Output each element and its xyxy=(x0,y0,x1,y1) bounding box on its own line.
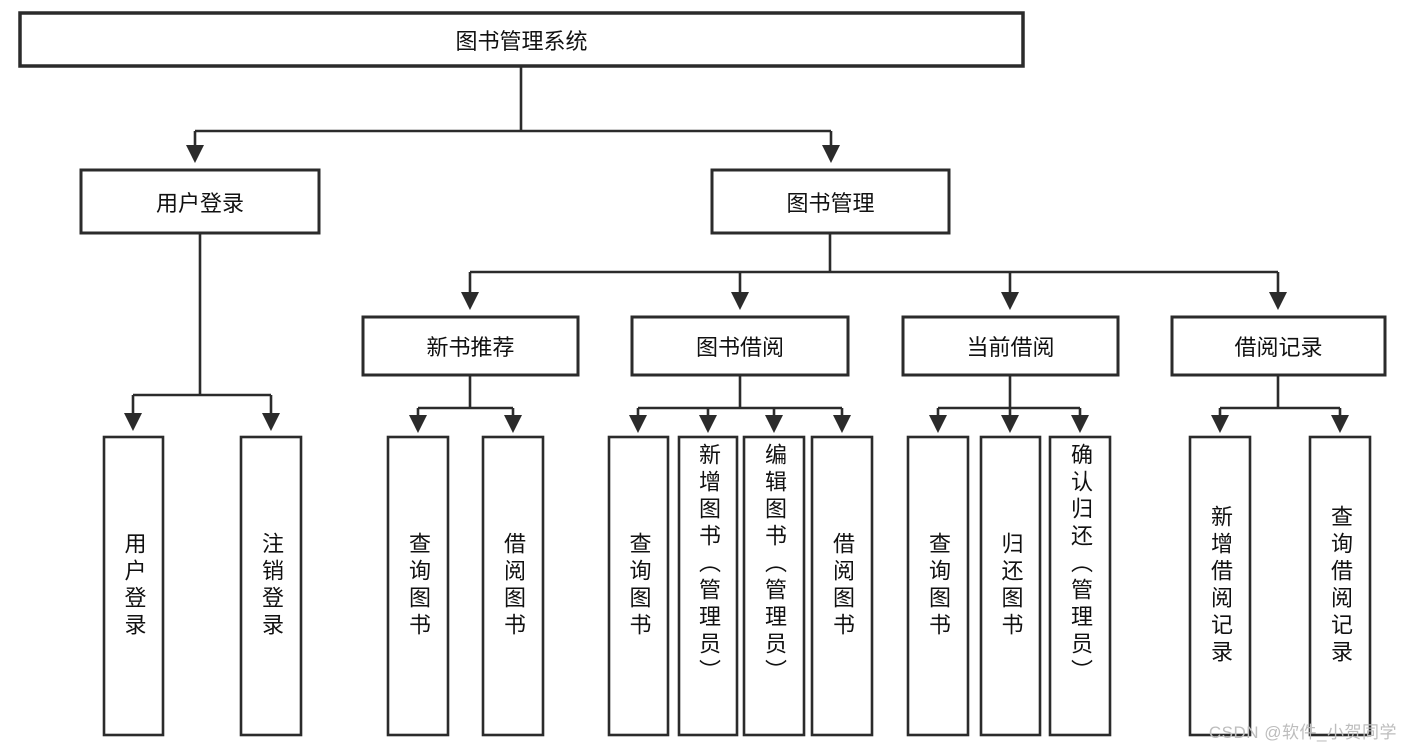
node-book-borrow[interactable] xyxy=(630,315,850,377)
node-borrow-record-label: 借阅记录 xyxy=(1234,335,1323,360)
leaf-box-book-borrow-3[interactable] xyxy=(810,435,874,737)
leaf-label-borrow-record-0: 新增借阅记录 xyxy=(1208,505,1233,667)
leaf-label-new-book-0: 查询图书 xyxy=(406,532,431,640)
node-book-borrow-label: 图书借阅 xyxy=(695,335,784,360)
leaf-label-new-book-0-wrap: 查询图书 xyxy=(388,437,448,735)
leaf-box-book-borrow-1[interactable] xyxy=(677,435,739,737)
leaf-box-book-borrow-2[interactable] xyxy=(742,435,806,737)
leaf-label-user-login-1-wrap: 注销登录 xyxy=(241,437,301,735)
leaf-label-book-borrow-2-wrap: 编辑图书（管理员） xyxy=(744,437,804,735)
leaf-label-book-borrow-2: 编辑图书（管理员） xyxy=(762,443,787,686)
leaf-label-book-borrow-3-wrap: 借阅图书 xyxy=(812,437,872,735)
node-borrow-record[interactable] xyxy=(1170,315,1387,377)
leaf-label-current-borrow-2: 确认归还（管理员） xyxy=(1068,443,1093,686)
leaf-box-current-borrow-0[interactable] xyxy=(906,435,970,737)
leaf-box-borrow-record-0[interactable] xyxy=(1188,435,1252,737)
leaf-box-borrow-record-1[interactable] xyxy=(1308,435,1372,737)
leaf-label-book-borrow-0: 查询图书 xyxy=(626,532,652,640)
leaf-label-book-borrow-1: 新增图书（管理员） xyxy=(696,443,721,686)
leaf-label-current-borrow-1: 归还图书 xyxy=(998,532,1024,640)
leaf-label-book-borrow-0-wrap: 查询图书 xyxy=(609,437,668,735)
leaf-box-user-login-1[interactable] xyxy=(239,435,303,737)
leaf-label-borrow-record-1: 查询借阅记录 xyxy=(1328,505,1353,667)
leaf-label-new-book-1: 借阅图书 xyxy=(501,532,526,640)
node-root[interactable] xyxy=(18,11,1025,68)
leaf-label-borrow-record-1-wrap: 查询借阅记录 xyxy=(1310,437,1370,735)
leaf-label-current-borrow-2-wrap: 确认归还（管理员） xyxy=(1050,437,1110,735)
leaf-label-book-borrow-3: 借阅图书 xyxy=(830,532,855,640)
leaf-box-new-book-1[interactable] xyxy=(481,435,545,737)
leaf-label-user-login-0: 用户登录 xyxy=(121,532,147,640)
node-user-login-label: 用户登录 xyxy=(155,190,244,216)
node-current-borrow[interactable] xyxy=(901,315,1120,377)
node-book-manage[interactable] xyxy=(710,168,951,235)
leaf-label-current-borrow-1-wrap: 归还图书 xyxy=(981,437,1040,735)
leaf-label-book-borrow-1-wrap: 新增图书（管理员） xyxy=(679,437,737,735)
leaf-box-new-book-0[interactable] xyxy=(386,435,450,737)
leaf-box-current-borrow-2[interactable] xyxy=(1048,435,1112,737)
node-root-label: 图书管理系统 xyxy=(455,28,588,54)
node-new-book-recommend-label: 新书推荐 xyxy=(426,335,515,360)
leaf-label-new-book-1-wrap: 借阅图书 xyxy=(483,437,543,735)
node-current-borrow-label: 当前借阅 xyxy=(966,335,1055,360)
node-book-manage-label: 图书管理 xyxy=(786,190,875,216)
leaf-box-current-borrow-1[interactable] xyxy=(979,435,1042,737)
leaf-label-current-borrow-0: 查询图书 xyxy=(926,532,951,640)
node-new-book-recommend[interactable] xyxy=(361,315,580,377)
leaf-box-user-login-0[interactable] xyxy=(102,435,165,737)
leaf-label-borrow-record-0-wrap: 新增借阅记录 xyxy=(1190,437,1250,735)
leaf-label-user-login-0-wrap: 用户登录 xyxy=(104,437,163,735)
leaf-label-user-login-1: 注销登录 xyxy=(259,532,284,640)
leaf-box-book-borrow-0[interactable] xyxy=(607,435,670,737)
leaf-label-current-borrow-0-wrap: 查询图书 xyxy=(908,437,968,735)
csdn-watermark: CSDN @软件_小贺同学 xyxy=(1208,723,1397,742)
